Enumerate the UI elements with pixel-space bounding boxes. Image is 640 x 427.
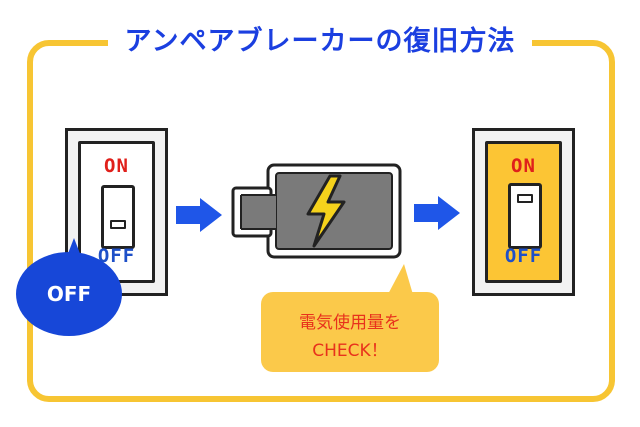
breaker-on-off-label: OFF bbox=[504, 245, 543, 267]
breaker-switch-icon bbox=[101, 185, 135, 249]
lightning-bolt-icon bbox=[306, 174, 346, 248]
breaker-off-off-label: OFF bbox=[97, 245, 136, 267]
off-bubble: OFF bbox=[16, 252, 122, 336]
check-usage-callout: 電気使用量を CHECK！ bbox=[261, 292, 439, 372]
arrow-right-icon bbox=[176, 198, 222, 232]
callout-tail bbox=[386, 264, 414, 298]
breaker-on-on-label: ON bbox=[511, 155, 536, 177]
arrow-right-icon bbox=[414, 196, 460, 230]
breaker-on: ON OFF bbox=[472, 128, 575, 296]
breaker-off-on-label: ON bbox=[104, 155, 129, 177]
breaker-switch-icon bbox=[508, 183, 542, 249]
callout-line-2: CHECK！ bbox=[312, 341, 388, 361]
diagram-title: アンペアブレーカーの復旧方法 bbox=[108, 22, 532, 62]
callout-line-1: 電気使用量を bbox=[299, 313, 401, 333]
